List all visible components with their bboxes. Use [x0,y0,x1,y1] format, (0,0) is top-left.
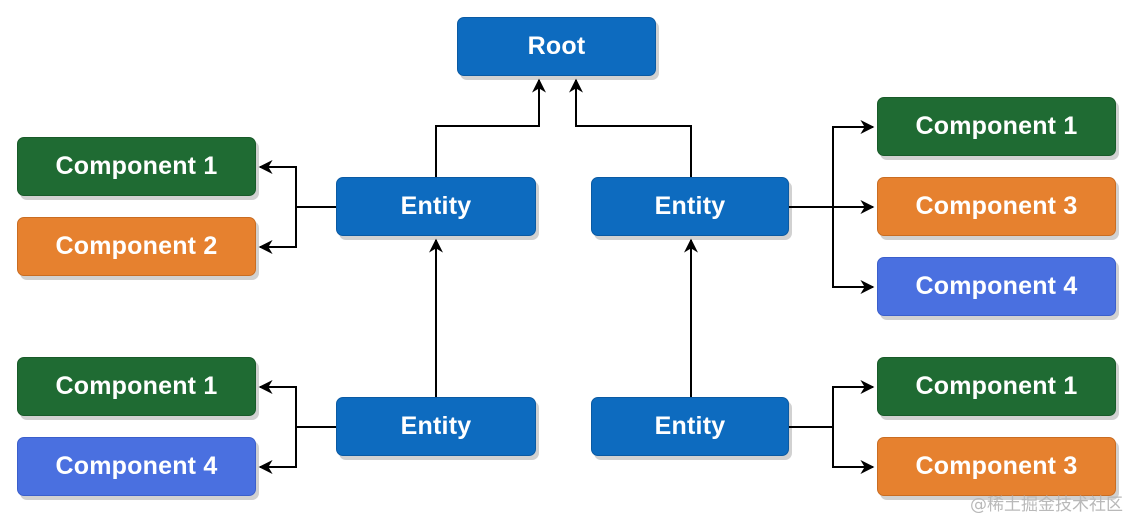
edge-entity1-comp1 [258,160,297,207]
entity-node-1: Entity [336,177,536,236]
entity-node-2: Entity [591,177,789,236]
entity2-component-1: Component 1 [877,97,1116,156]
entity-node-4: Entity [591,397,789,456]
edge-entity3-comp1 [258,380,297,427]
edge-entity3-comp4 [258,427,297,474]
entity1-component-1: Component 1 [17,137,256,196]
entity-node-3: Entity [336,397,536,456]
edge-entity2-comp4 [832,207,875,294]
entity3-component-4: Component 4 [17,437,256,496]
entity4-component-1: Component 1 [877,357,1116,416]
edge-entity2-comp1 [832,120,875,207]
entity4-component-3: Component 3 [877,437,1116,496]
entity1-component-2: Component 2 [17,217,256,276]
edge-entity1-root [435,78,546,177]
entity2-component-4: Component 4 [877,257,1116,316]
edge-entity2-root [569,78,692,177]
edge-entity4-comp3 [832,427,875,474]
entity2-component-3: Component 3 [877,177,1116,236]
edge-entity1-comp2 [258,207,297,254]
entity3-component-1: Component 1 [17,357,256,416]
watermark-text: @稀土掘金技术社区 [970,495,1123,515]
edge-entity4-comp1 [832,380,875,427]
root-node: Root [457,17,656,76]
